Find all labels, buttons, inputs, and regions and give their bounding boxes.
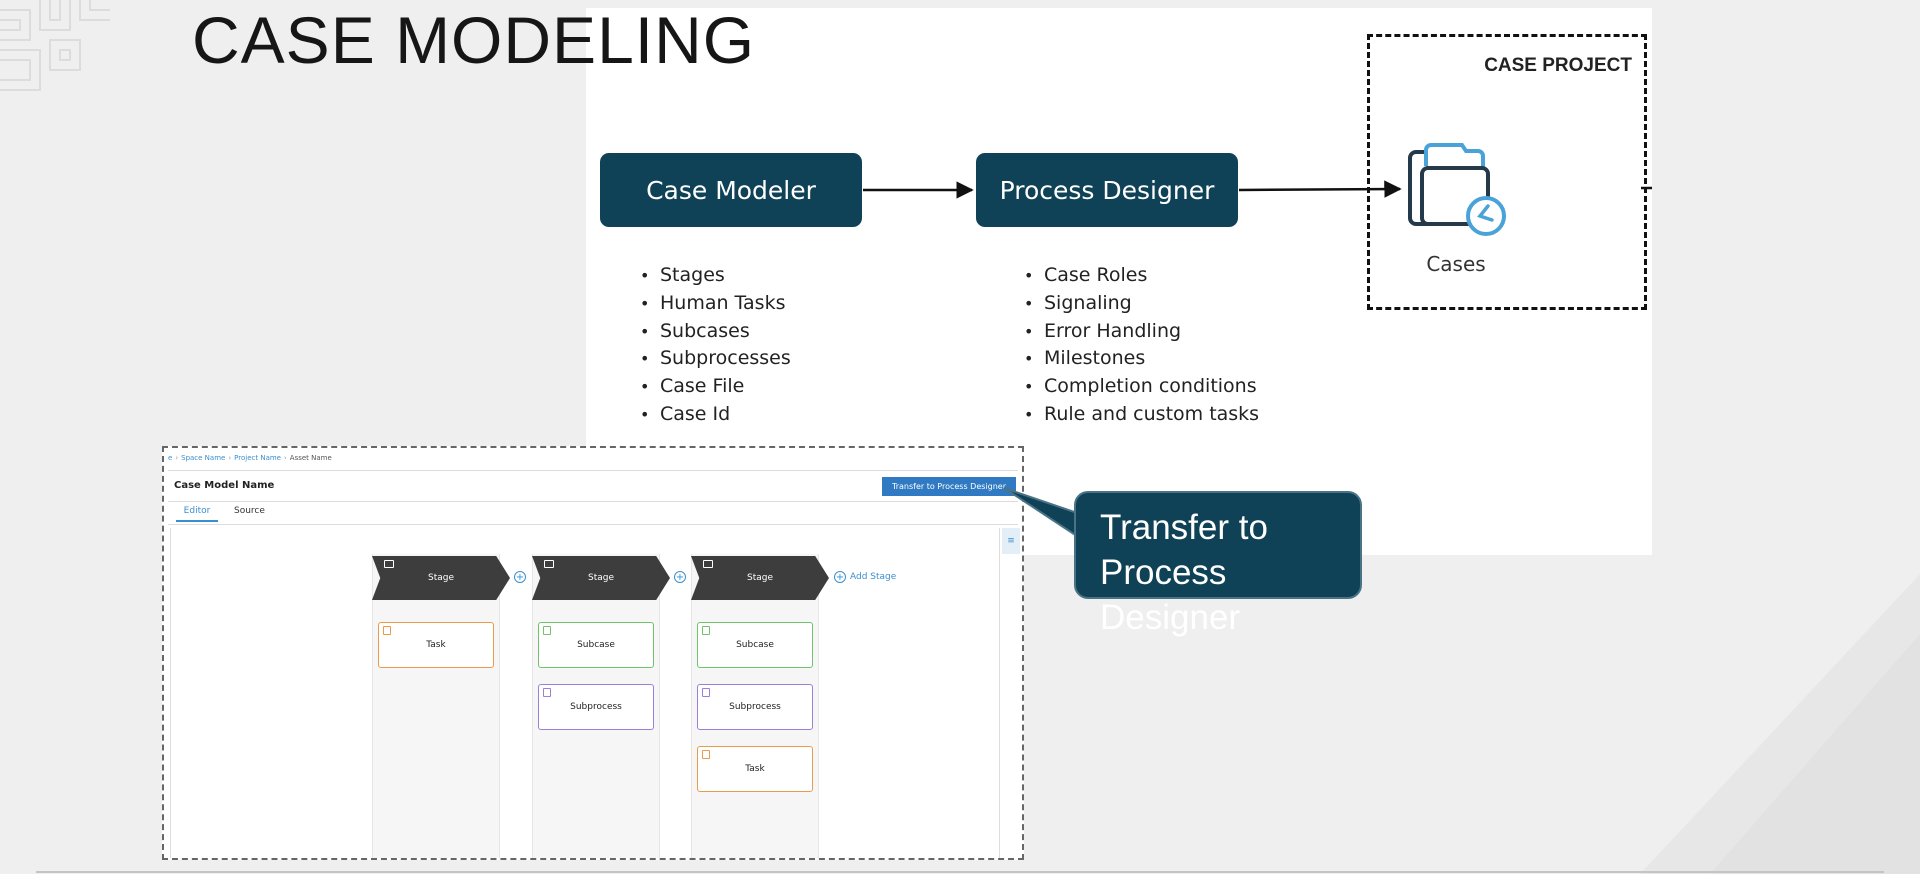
canvas-border-right — [999, 528, 1000, 858]
card-label: Task — [426, 640, 446, 650]
corner-pattern-decoration — [0, 0, 110, 91]
case-model-title: Case Model Name — [174, 480, 275, 491]
stage-label: Stage — [427, 573, 454, 583]
stage-header[interactable]: Stage — [532, 556, 670, 600]
task-icon — [702, 750, 710, 759]
callout-line-1: Transfer to — [1100, 508, 1268, 547]
list-item: Completion conditions — [1024, 373, 1259, 401]
card-label: Subprocess — [570, 702, 622, 712]
breadcrumb-home[interactable]: e — [168, 454, 173, 462]
list-item: Error Handling — [1024, 318, 1259, 346]
case-modeler-box: Case Modeler — [600, 153, 862, 227]
callout-line-2: Process Designer — [1100, 553, 1241, 637]
divider — [168, 524, 1018, 525]
stage-header[interactable]: Stage — [691, 556, 829, 600]
list-item: Rule and custom tasks — [1024, 401, 1259, 429]
list-item: Stages — [640, 262, 791, 290]
task-card[interactable]: Task — [378, 622, 494, 668]
transfer-to-process-designer-button[interactable]: Transfer to Process Designer — [882, 477, 1016, 496]
cases-label: Cases — [1426, 252, 1486, 276]
subcase-icon — [702, 626, 710, 635]
list-item: Case Id — [640, 401, 791, 429]
tab-editor[interactable]: Editor — [176, 506, 218, 522]
tab-source[interactable]: Source — [234, 506, 265, 516]
stage-label: Stage — [587, 573, 614, 583]
stage-header[interactable]: Stage — [372, 556, 510, 600]
card-label: Subcase — [577, 640, 615, 650]
bottom-rule — [36, 871, 1884, 873]
cases-folder-clock-icon — [1408, 143, 1506, 236]
breadcrumb: e›Space Name›Project Name›Asset Name — [168, 454, 332, 462]
stage-icon — [544, 560, 554, 568]
add-stage-link[interactable]: Add Stage — [850, 572, 897, 582]
corner-diagonal-decoration — [1640, 574, 1920, 874]
case-project-label: CASE PROJECT — [1484, 55, 1632, 76]
process-designer-box: Process Designer — [976, 153, 1238, 227]
stage-label: Stage — [746, 573, 773, 583]
case-project-container: CASE PROJECT — [1367, 34, 1647, 310]
subcase-card[interactable]: Subcase — [697, 622, 813, 668]
add-stage-plus-icon[interactable]: + — [834, 571, 846, 583]
subprocess-card[interactable]: Subprocess — [538, 684, 654, 730]
slide-title: CASE MODELING — [192, 3, 756, 77]
add-stage-plus-icon[interactable]: + — [514, 571, 526, 583]
subcase-card[interactable]: Subcase — [538, 622, 654, 668]
breadcrumb-project[interactable]: Project Name — [234, 454, 281, 462]
divider — [168, 470, 1018, 471]
subprocess-icon — [543, 688, 551, 697]
list-item: Case Roles — [1024, 262, 1259, 290]
divider — [168, 501, 1018, 502]
breadcrumb-asset: Asset Name — [289, 454, 332, 462]
list-item: Case File — [640, 373, 791, 401]
stage-icon — [384, 560, 394, 568]
list-item: Signaling — [1024, 290, 1259, 318]
breadcrumb-space[interactable]: Space Name — [181, 454, 226, 462]
process-designer-feature-list: Case Roles Signaling Error Handling Mile… — [1024, 262, 1259, 429]
list-item: Subprocesses — [640, 345, 791, 373]
card-label: Subcase — [736, 640, 774, 650]
list-item: Human Tasks — [640, 290, 791, 318]
card-label: Task — [745, 764, 765, 774]
case-modeler-feature-list: Stages Human Tasks Subcases Subprocesses… — [640, 262, 791, 429]
properties-panel-toggle-icon[interactable]: ≡ — [1002, 528, 1020, 554]
canvas-border-left — [170, 528, 171, 858]
subprocess-card[interactable]: Subprocess — [697, 684, 813, 730]
transfer-callout: Transfer to Process Designer — [1074, 491, 1362, 637]
stage-icon — [703, 560, 713, 568]
subprocess-icon — [702, 688, 710, 697]
add-stage-plus-icon[interactable]: + — [674, 571, 686, 583]
stage-column — [372, 554, 500, 858]
task-card[interactable]: Task — [697, 746, 813, 792]
subcase-icon — [543, 626, 551, 635]
list-item: Milestones — [1024, 345, 1259, 373]
card-label: Subprocess — [729, 702, 781, 712]
list-item: Subcases — [640, 318, 791, 346]
case-modeler-screenshot: e›Space Name›Project Name›Asset Name Cas… — [162, 446, 1024, 860]
task-icon — [383, 626, 391, 635]
